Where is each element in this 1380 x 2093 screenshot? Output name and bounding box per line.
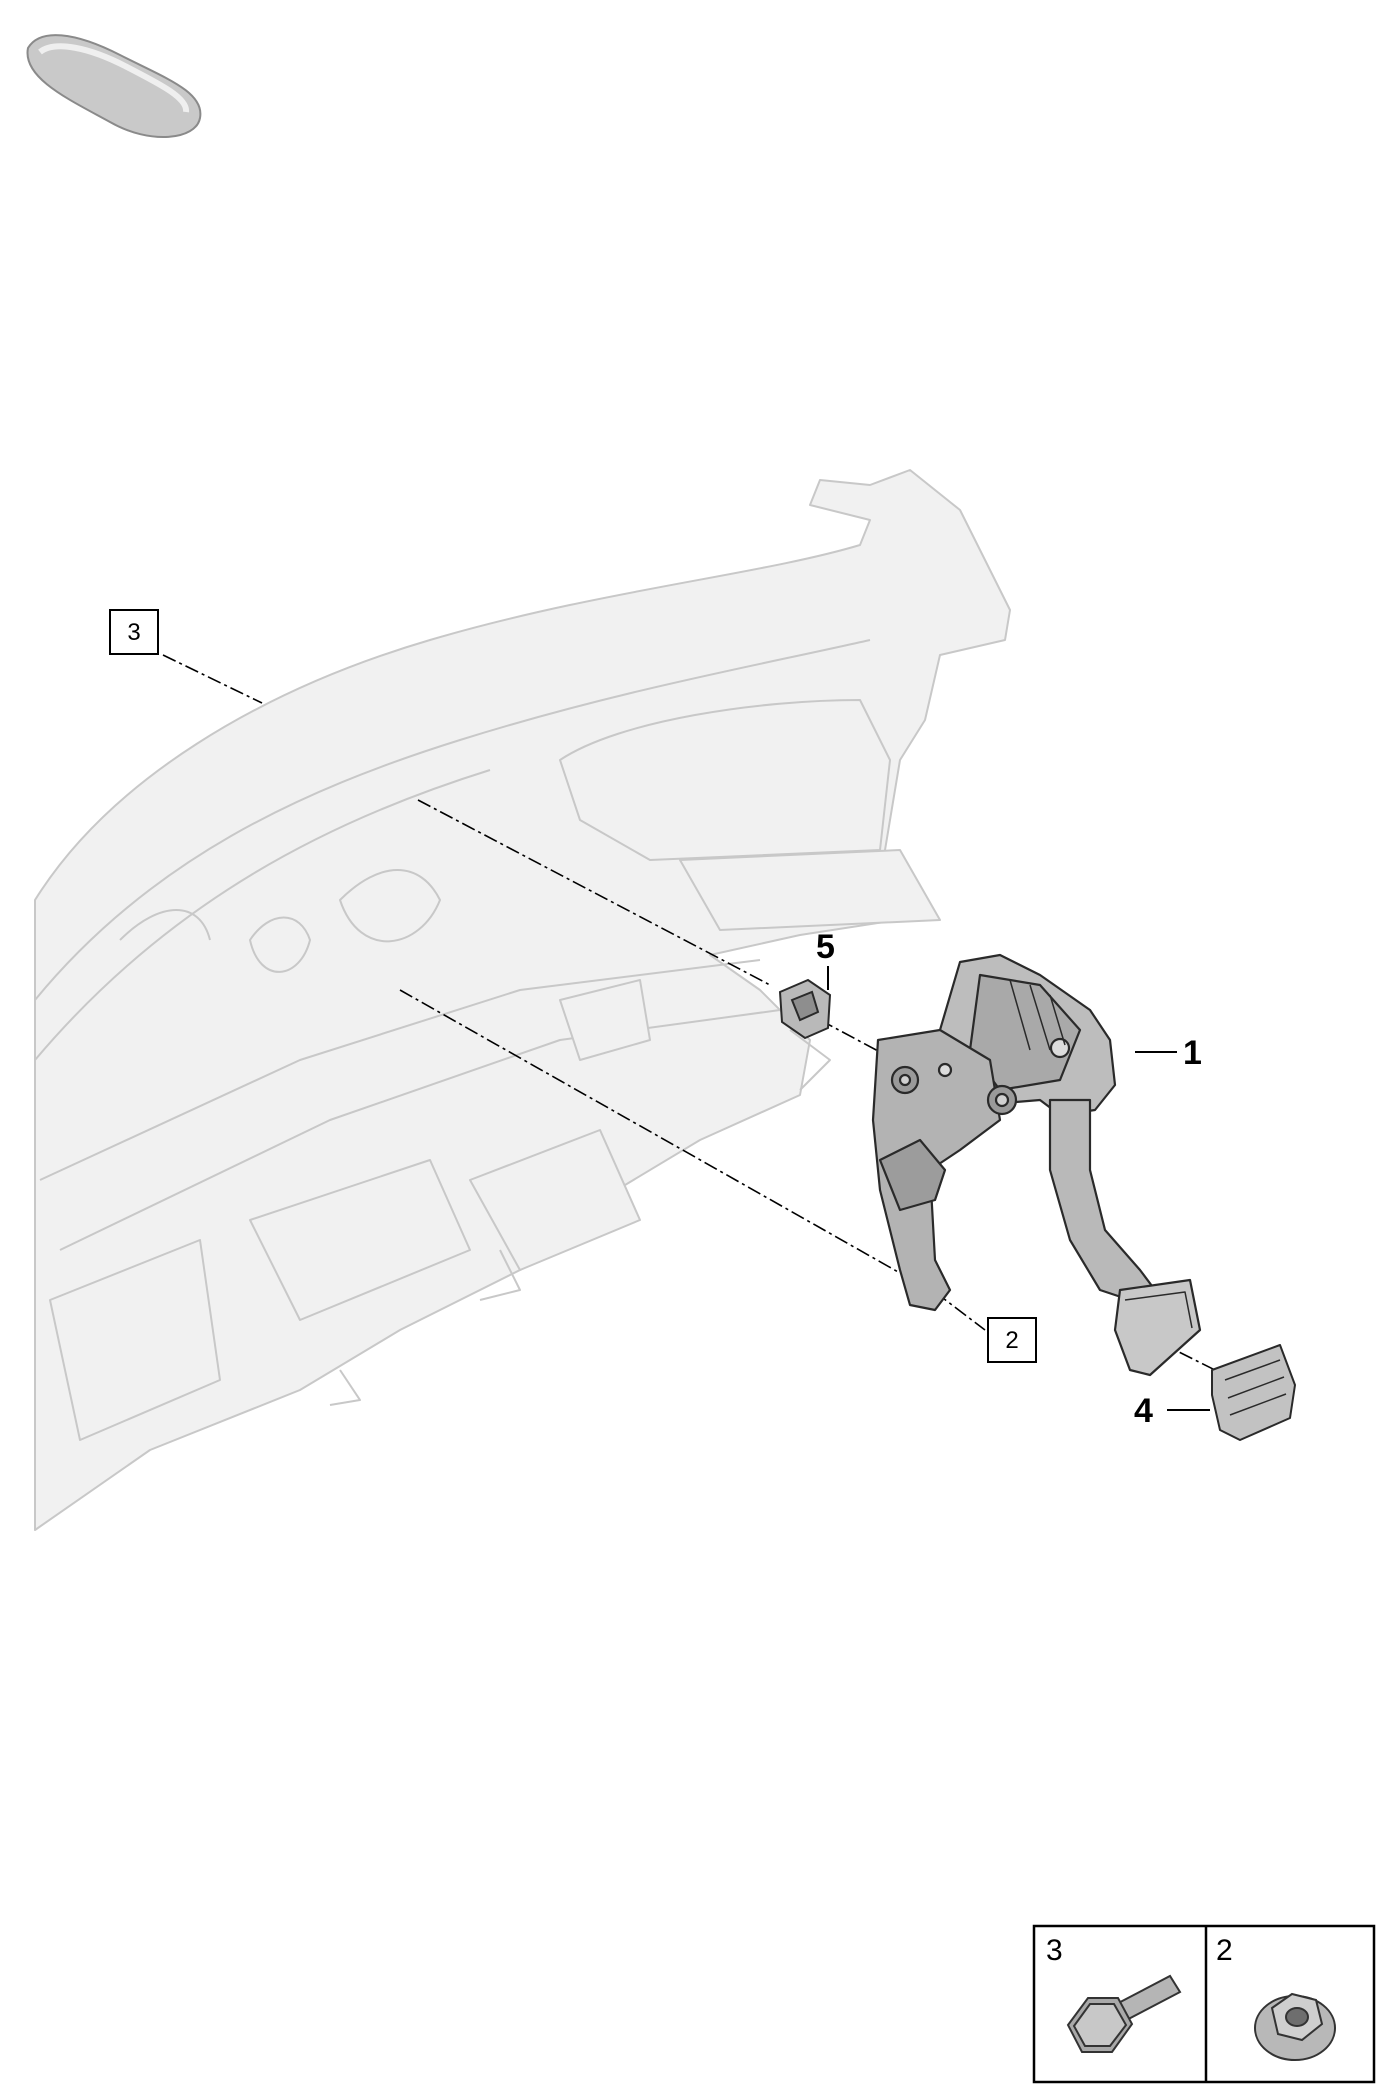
leader-line-2: [399, 989, 931, 1291]
leader-line-5-to-bracket: [819, 1019, 881, 1053]
vehicle-orientation-icon: [26, 34, 202, 139]
leader-line-3: [162, 654, 263, 704]
svg-text:2: 2: [1005, 1327, 1018, 1354]
hex-flange-bolt-icon: [1066, 1974, 1182, 2053]
svg-text:4: 4: [1134, 1392, 1153, 1430]
callout-5: 5: [816, 928, 835, 990]
svg-text:2: 2: [1216, 1934, 1233, 1967]
pedal-assembly: [871, 953, 1202, 1377]
svg-text:3: 3: [127, 619, 140, 646]
legend-cell-bolt: 3: [1046, 1934, 1182, 2053]
legend-cell-nut: 2: [1216, 1934, 1336, 2061]
body-structure-ghost: [34, 469, 1011, 1531]
clip-part: [778, 978, 832, 1040]
fastener-legend: 3 2: [1032, 1924, 1376, 2084]
callout-3: 3: [109, 609, 159, 655]
svg-text:3: 3: [1046, 1934, 1063, 1967]
leader-line-upper-axis: [417, 799, 771, 986]
svg-text:5: 5: [816, 928, 835, 966]
callout-4: 4: [1134, 1392, 1210, 1430]
flange-nut-icon: [1254, 1992, 1336, 2061]
svg-text:1: 1: [1183, 1034, 1202, 1072]
pedal-pad-part: [1211, 1344, 1296, 1441]
callout-1: 1: [1135, 1034, 1202, 1072]
leader-line-4: [1134, 1329, 1226, 1376]
callout-2: 2: [987, 1317, 1037, 1363]
